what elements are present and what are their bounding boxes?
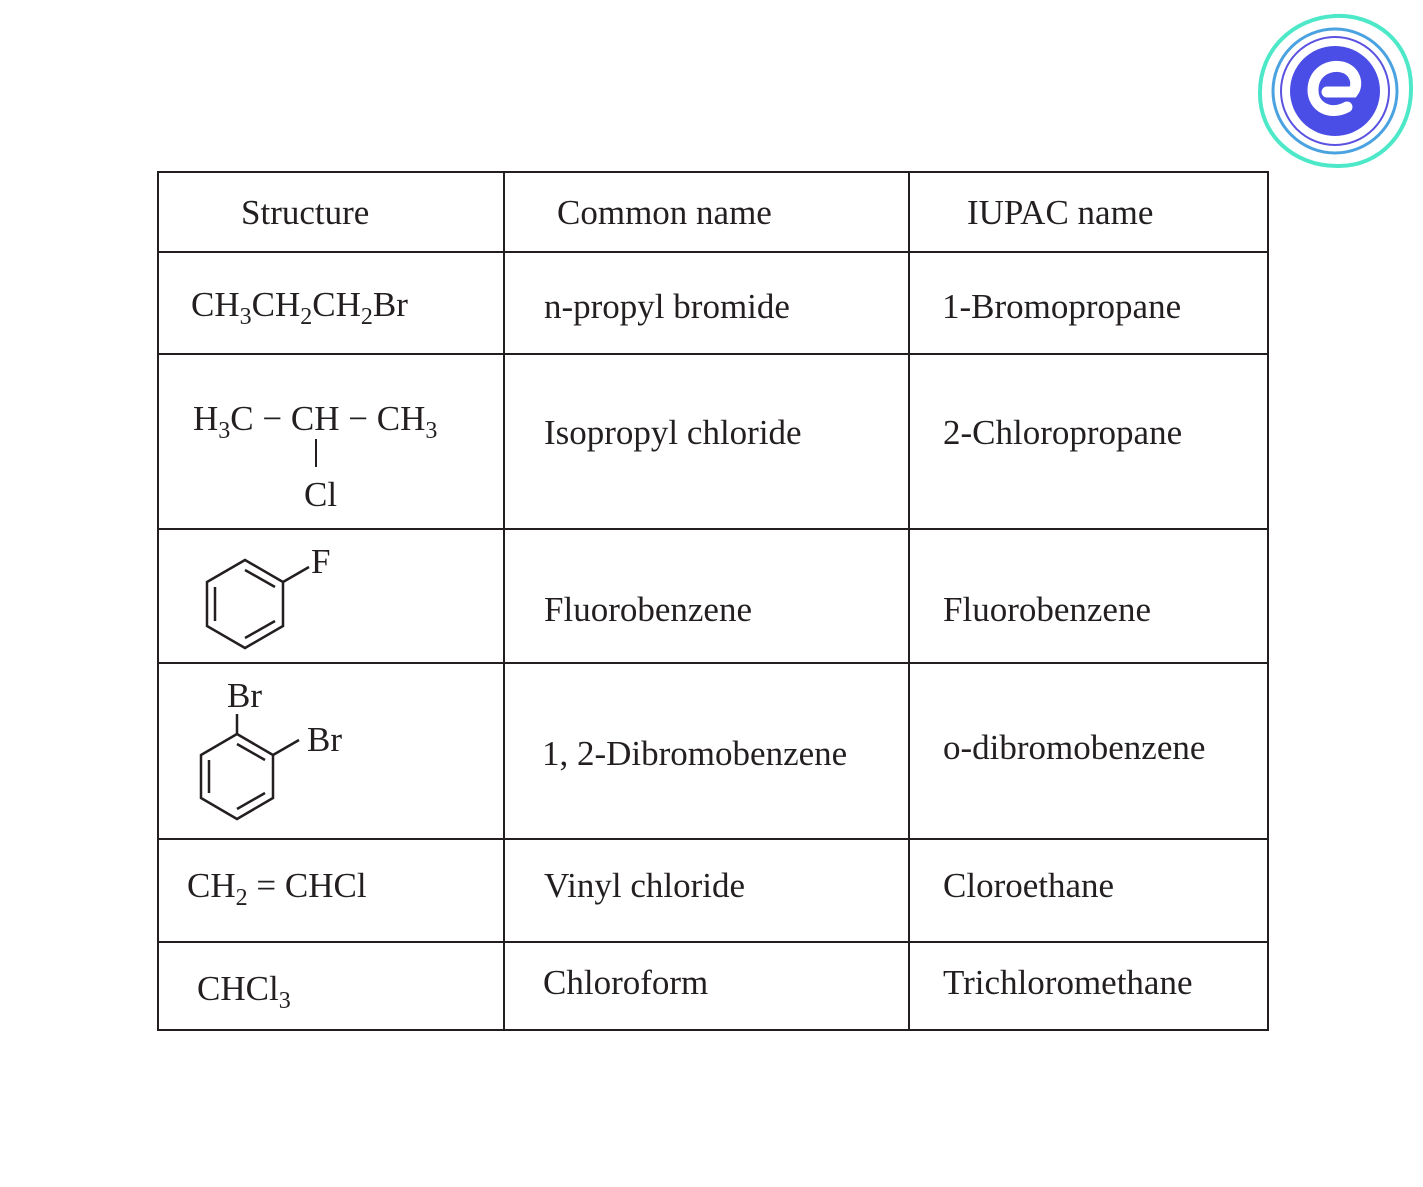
iupac-name: Cloroethane	[943, 866, 1115, 905]
formula-text: CH	[191, 285, 240, 324]
table-row: H3C − CH − CH3 Cl Isopropyl chloride 2-C…	[157, 353, 1269, 530]
table-row: F Fluorobenzene Fluorobenzene	[157, 528, 1269, 664]
formula-subscript: 2	[300, 304, 313, 330]
header-row: Structure Common name IUPAC name	[157, 171, 1269, 253]
formula-text: CH	[187, 866, 236, 905]
formula-text: CH	[312, 285, 361, 324]
substituent-label: Cl	[304, 475, 338, 514]
bromine-label-2: Br	[307, 720, 342, 759]
fluorine-label: F	[311, 542, 331, 581]
header-common-name: Common name	[557, 193, 772, 232]
common-name: Fluorobenzene	[544, 590, 752, 629]
iupac-name: 2-Chloropropane	[943, 413, 1183, 452]
common-name: Isopropyl chloride	[544, 413, 802, 452]
common-name: 1, 2-Dibromobenzene	[542, 734, 848, 773]
structure-formula: H3C − CH − CH3	[193, 399, 437, 443]
header-iupac-name: IUPAC name	[967, 193, 1154, 232]
bromine-label-1: Br	[227, 676, 262, 715]
table-row: CH3CH2CH2Br n-propyl bromide 1-Bromoprop…	[157, 251, 1269, 355]
header-structure: Structure	[241, 193, 370, 232]
formula-text: C − CH − CH	[230, 399, 426, 438]
structure-formula: CH3CH2CH2Br	[191, 285, 408, 329]
table-row: Br Br 1, 2-Dibromobenzene o-dibromobenze…	[157, 662, 1269, 840]
formula-text: = CHCl	[247, 866, 367, 905]
common-name: Vinyl chloride	[544, 866, 746, 905]
structure-formula: CH2 = CHCl	[187, 866, 367, 910]
formula-text: Br	[372, 285, 408, 324]
iupac-name: o-dibromobenzene	[943, 728, 1206, 767]
iupac-name: 1-Bromopropane	[942, 287, 1182, 326]
dibromobenzene-structure	[199, 714, 300, 821]
formula-text: H	[193, 399, 219, 438]
common-name: n-propyl bromide	[544, 287, 790, 326]
fluorobenzene-structure	[205, 558, 310, 650]
formula-subscript: 3	[425, 418, 438, 444]
formula-subscript: 2	[235, 885, 248, 911]
bond-line	[315, 439, 317, 467]
embibe-logo	[1257, 13, 1414, 169]
haloalkane-naming-table: Structure Common name IUPAC name CH3CH2C…	[157, 171, 1269, 1031]
table-row: CHCl3 Chloroform Trichloromethane	[157, 941, 1269, 1031]
formula-subscript: 3	[278, 988, 291, 1014]
common-name: Chloroform	[543, 963, 709, 1002]
formula-text: CHCl	[197, 969, 279, 1008]
iupac-name: Trichloromethane	[943, 963, 1193, 1002]
formula-text: CH	[251, 285, 301, 324]
iupac-name: Fluorobenzene	[943, 590, 1151, 629]
formula-subscript: 3	[218, 418, 231, 444]
formula-subscript: 3	[239, 304, 252, 330]
structure-formula: CHCl3	[197, 969, 291, 1013]
formula-subscript: 2	[360, 304, 373, 330]
table-row: CH2 = CHCl Vinyl chloride Cloroethane	[157, 838, 1269, 943]
